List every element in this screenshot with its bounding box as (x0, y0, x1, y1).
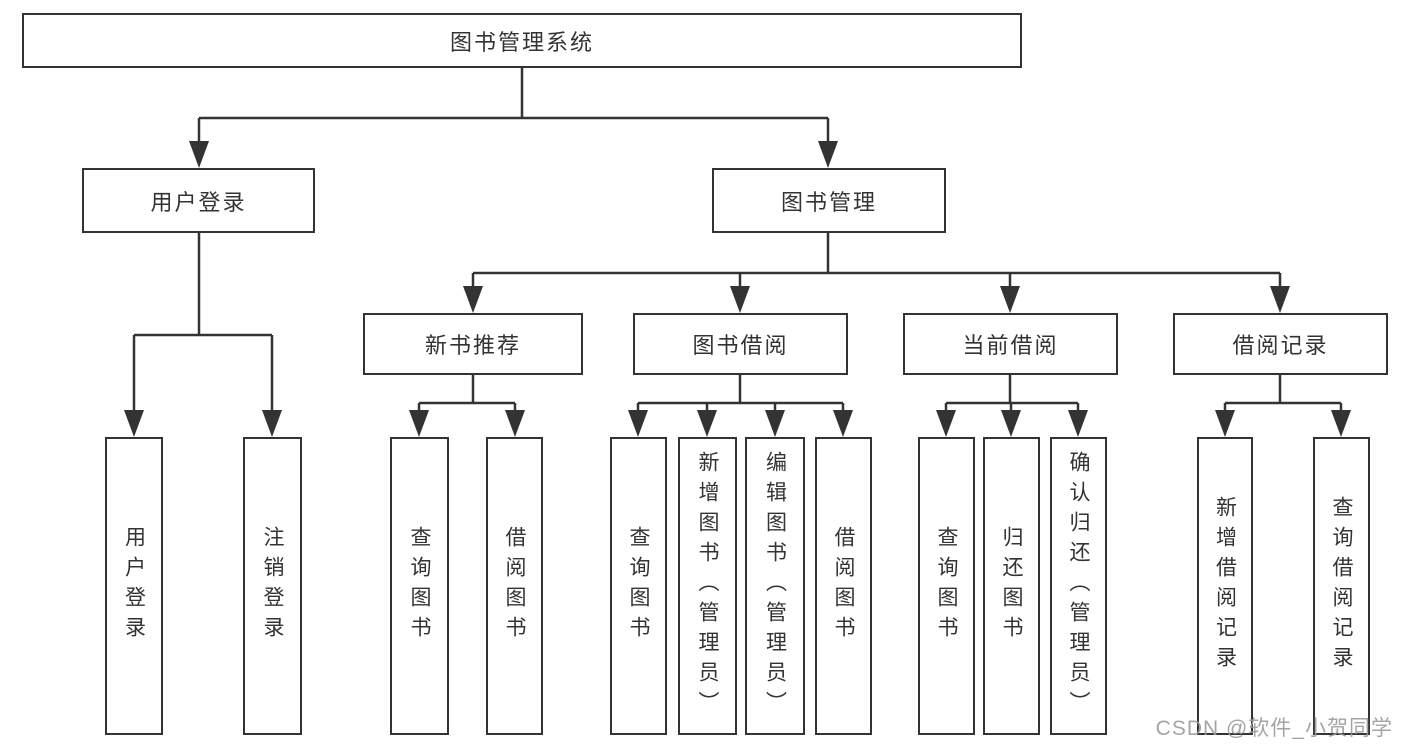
leaf-query-books-current: 查询图书 (918, 437, 975, 735)
node-borrow-records: 借阅记录 (1173, 313, 1388, 375)
leaf-add-books-admin: 新增图书（管理员） (678, 437, 737, 735)
csdn-watermark: CSDN @软件_小贺同学 (1155, 717, 1393, 740)
node-user-login: 用户登录 (82, 168, 315, 233)
leaf-add-borrow-record: 新增借阅记录 (1197, 437, 1253, 735)
leaf-confirm-return-admin: 确认归还（管理员） (1050, 437, 1107, 735)
leaf-return-books: 归还图书 (983, 437, 1040, 735)
leaf-query-borrow-record: 查询借阅记录 (1313, 437, 1370, 735)
leaf-logout-login: 注销登录 (243, 437, 302, 735)
node-book-borrow: 图书借阅 (633, 313, 848, 375)
leaf-edit-books-admin: 编辑图书（管理员） (745, 437, 805, 735)
node-new-book-recommend: 新书推荐 (363, 313, 583, 375)
leaf-borrow-books-newbook: 借阅图书 (486, 437, 543, 735)
leaf-user-login: 用户登录 (105, 437, 163, 735)
leaf-borrow-books-borrow: 借阅图书 (815, 437, 872, 735)
leaf-query-books-newbook: 查询图书 (390, 437, 449, 735)
node-book-management: 图书管理 (712, 168, 946, 233)
leaf-query-books-borrow: 查询图书 (610, 437, 667, 735)
node-root-system: 图书管理系统 (22, 13, 1022, 68)
node-current-borrow: 当前借阅 (903, 313, 1118, 375)
